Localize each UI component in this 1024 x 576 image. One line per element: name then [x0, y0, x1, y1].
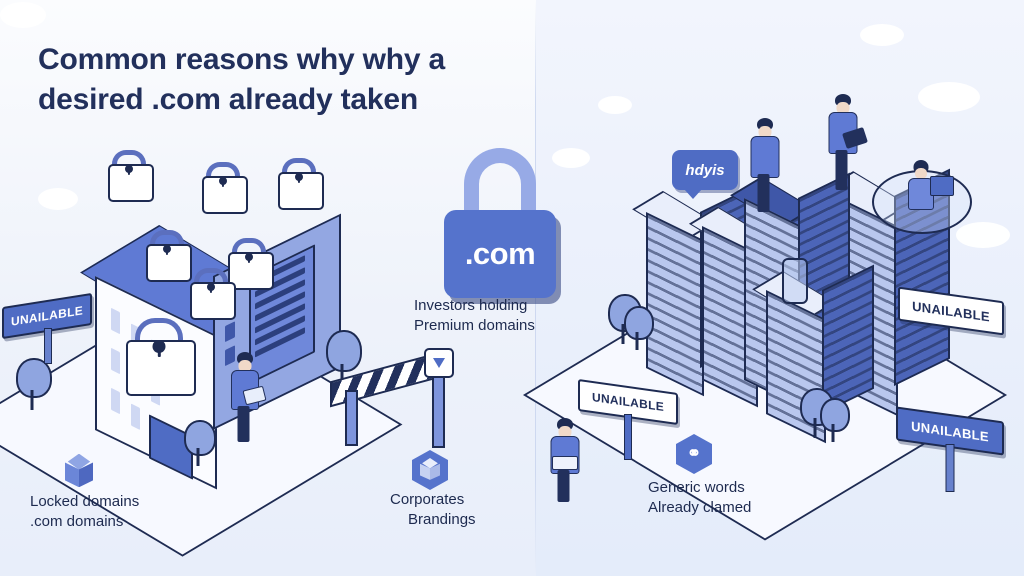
caption-line-2: Brandings — [408, 511, 476, 529]
sign-post — [624, 414, 632, 460]
businessman-with-tablet — [228, 352, 267, 444]
caption-line-2: Already clamed — [648, 499, 752, 517]
caption-line-2: .com domains — [30, 513, 124, 531]
caption-line-1: Corporates — [390, 491, 465, 508]
key-glyph: ⚭ — [686, 444, 702, 463]
cloud-icon — [956, 222, 1010, 248]
sign-post — [945, 444, 955, 492]
sign-right-lower-blue[interactable]: UNAILABLE — [896, 406, 1004, 492]
tree-icon — [16, 358, 52, 410]
sign-right-upper-white[interactable]: UNAILABLE — [898, 286, 1004, 336]
barricade-post — [345, 390, 358, 446]
city-tower — [632, 187, 750, 397]
tree-icon — [624, 306, 654, 350]
rooftop-water-tank — [782, 258, 808, 304]
sign-label: UNAILABLE — [10, 303, 84, 329]
caption-line-1: Generic words — [648, 479, 745, 496]
speech-bubble-text: hdyis — [685, 161, 725, 179]
cloud-icon — [598, 96, 632, 114]
cloud-icon — [0, 2, 46, 28]
caption-generic-words: Generic words Already clamed — [648, 478, 828, 519]
tree-icon — [820, 398, 850, 442]
cloud-icon — [918, 82, 980, 112]
padlock-icon — [190, 268, 236, 320]
sign-mid-white[interactable]: UNAILABLE — [578, 378, 678, 460]
speech-bubble: hdyis — [672, 150, 738, 199]
padlock-icon — [108, 150, 154, 202]
businessman-with-paper — [548, 418, 582, 502]
sign-label: UNAILABLE — [911, 418, 989, 444]
page-title: Common reasons why why a desired .com al… — [38, 40, 508, 120]
padlock-shackle — [464, 148, 536, 222]
padlock-body: .com — [444, 210, 556, 298]
hex-key-icon: ⚭ — [676, 434, 712, 474]
padlock-icon — [278, 158, 324, 210]
caption-line-1: Locked domains — [30, 493, 140, 510]
caption-line-1: Investors holding — [414, 297, 528, 314]
warning-sign-icon — [424, 348, 454, 378]
sign-post — [44, 328, 52, 364]
tree-icon — [184, 420, 216, 466]
caption-corporates: Corporates Brandings — [390, 490, 540, 531]
cloud-icon — [552, 148, 590, 168]
com-padlock-graphic: .com — [440, 148, 560, 298]
padlock-icon — [126, 318, 196, 396]
cube-icon — [62, 452, 96, 492]
title-line-1: Common reasons why why a — [38, 43, 445, 76]
padlock-icon — [146, 230, 192, 282]
tree-icon — [326, 330, 362, 384]
padlock-icon — [228, 238, 274, 290]
caption-locked-domains: Locked domains .com domains — [30, 492, 200, 533]
title-line-2: desired .com already taken — [38, 83, 418, 117]
sign-label: UNAILABLE — [912, 298, 990, 324]
caption-line-2: Premium domains — [414, 317, 535, 335]
businessman-with-tablet — [826, 94, 868, 190]
sign-label: UNAILABLE — [591, 389, 665, 415]
cloud-icon — [38, 188, 78, 210]
padlock-icon — [202, 162, 248, 214]
businessman-pointing — [748, 118, 782, 212]
desk-monitor-icon — [930, 176, 954, 196]
barricade-post — [432, 374, 445, 448]
caption-investors: Investors holding Premium domains — [414, 296, 594, 337]
cube-badge-icon — [412, 450, 448, 490]
sign-left-blue[interactable]: UNAILABLE — [2, 292, 94, 364]
com-label: .com — [464, 236, 536, 271]
cloud-icon — [860, 24, 904, 46]
